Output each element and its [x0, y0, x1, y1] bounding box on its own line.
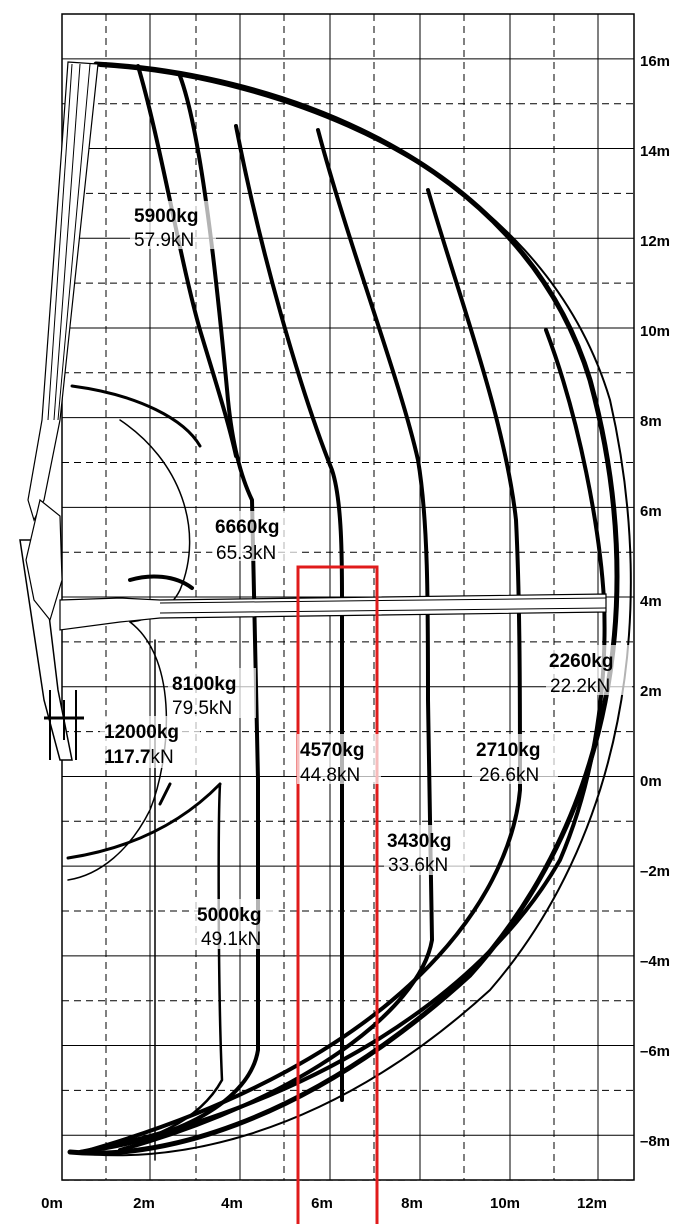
load-kg-text: 2710kg — [476, 740, 540, 761]
load-kg-text: 3430kg — [387, 831, 451, 852]
load-kg-text: 4570kg — [300, 740, 364, 761]
y-axis-labels: 16m 14m 12m 10m 8m 6m 4m 2m 0m –2m –4m –… — [640, 53, 670, 1150]
inner-arc-low — [67, 621, 168, 881]
load-kn-unit: kN — [151, 747, 174, 768]
y-tick-label: 0m — [640, 773, 662, 790]
load-kg-text: 5900kg — [134, 206, 198, 227]
crane-structure — [19, 61, 607, 761]
load-kg-text: 5000kg — [197, 905, 261, 926]
plot-frame — [61, 13, 635, 1181]
x-tick-label: 12m — [577, 1195, 607, 1212]
curve-12000kg — [70, 384, 202, 448]
curve-5000kg — [78, 778, 260, 1154]
curve-8100kg — [78, 782, 224, 1154]
y-tick-label: 6m — [640, 503, 662, 520]
load-label-5900: 5900kg 57.9kN — [130, 201, 216, 251]
y-tick-label: –2m — [640, 863, 670, 880]
inner-boom-link — [25, 498, 63, 622]
load-kg-text: 8100kg — [172, 674, 236, 695]
y-tick-label: 4m — [640, 593, 662, 610]
x-axis-labels: 0m 2m 4m 6m 8m 10m 12m — [41, 1195, 607, 1212]
load-kn-text: 33.6kN — [388, 855, 448, 876]
y-tick-label: 12m — [640, 233, 670, 250]
load-curves — [66, 61, 632, 1161]
load-kn-text: 57.9kN — [134, 230, 194, 251]
x-tick-label: 10m — [490, 1195, 520, 1212]
load-label-4570: 4570kg 44.8kN — [297, 734, 381, 786]
curve-2260kg — [78, 328, 607, 1154]
load-kn-text: 22.2kN — [550, 676, 610, 697]
x-tick-label: 0m — [41, 1195, 63, 1212]
load-kg-text: 12000kg — [104, 722, 179, 743]
load-kn-text: 44.8kN — [300, 765, 360, 786]
load-kn-text: 65.3kN — [216, 543, 276, 564]
load-kn-number: 117.7 — [104, 747, 151, 768]
outer-envelope-curve — [67, 61, 620, 1156]
load-kn-text: 49.1kN — [201, 929, 261, 950]
load-label-3430: 3430kg 33.6kN — [384, 825, 470, 876]
curve-3430kg — [118, 128, 434, 1152]
load-kg-text: 6660kg — [215, 517, 279, 538]
y-tick-label: –8m — [640, 1133, 670, 1150]
y-tick-label: 2m — [640, 683, 662, 700]
y-tick-label: 10m — [640, 323, 670, 340]
load-label-6660: 6660kg 65.3kN — [212, 511, 298, 564]
highlight-frame — [296, 565, 379, 1224]
load-label-12000: 12000kg 117.7kN — [100, 716, 200, 768]
load-labels: 5900kg 57.9kN 6660kg 65.3kN 8100kg 79.5k… — [100, 201, 632, 950]
y-tick-label: –4m — [640, 953, 670, 970]
x-tick-label: 4m — [221, 1195, 243, 1212]
load-label-8100: 8100kg 79.5kN — [168, 668, 256, 719]
curve-5900kg — [136, 64, 238, 458]
y-tick-label: 16m — [640, 53, 670, 70]
x-tick-label: 2m — [133, 1195, 155, 1212]
inner-arc — [119, 419, 191, 623]
load-kn-text: 79.5kN — [172, 698, 232, 719]
curve-12000kg-lower — [66, 782, 222, 860]
x-tick-label: 8m — [401, 1195, 423, 1212]
y-tick-label: 8m — [640, 413, 662, 430]
curve-6660kg — [178, 74, 260, 782]
y-tick-label: –6m — [640, 1043, 670, 1060]
short-arc — [128, 574, 194, 590]
load-label-5000: 5000kg 49.1kN — [193, 899, 279, 950]
load-kg-text: 2260kg — [549, 651, 613, 672]
curve-2710kg — [88, 188, 522, 1152]
load-kn-text: 117.7kN — [104, 747, 174, 768]
y-tick-label: 14m — [640, 143, 670, 160]
load-kn-text: 26.6kN — [479, 765, 539, 786]
load-label-2710: 2710kg 26.6kN — [472, 734, 558, 786]
dash-8100kg — [158, 782, 172, 806]
x-tick-label: 6m — [311, 1195, 333, 1212]
curve-4570kg — [234, 124, 344, 1102]
load-label-2260: 2260kg 22.2kN — [546, 645, 632, 697]
